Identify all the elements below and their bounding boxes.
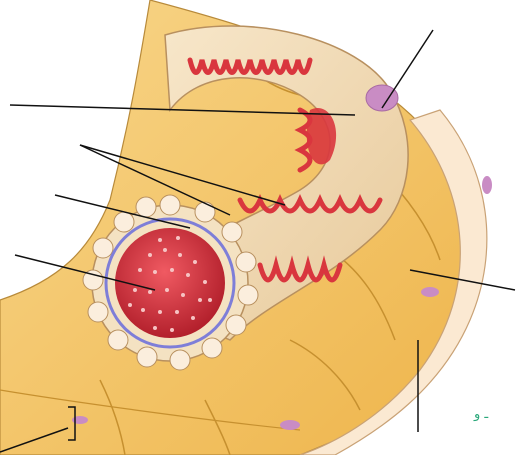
- lumen: [115, 228, 225, 338]
- stray-label-fragment: ـ و: [474, 407, 488, 422]
- leader-line-nucleus: [382, 30, 433, 108]
